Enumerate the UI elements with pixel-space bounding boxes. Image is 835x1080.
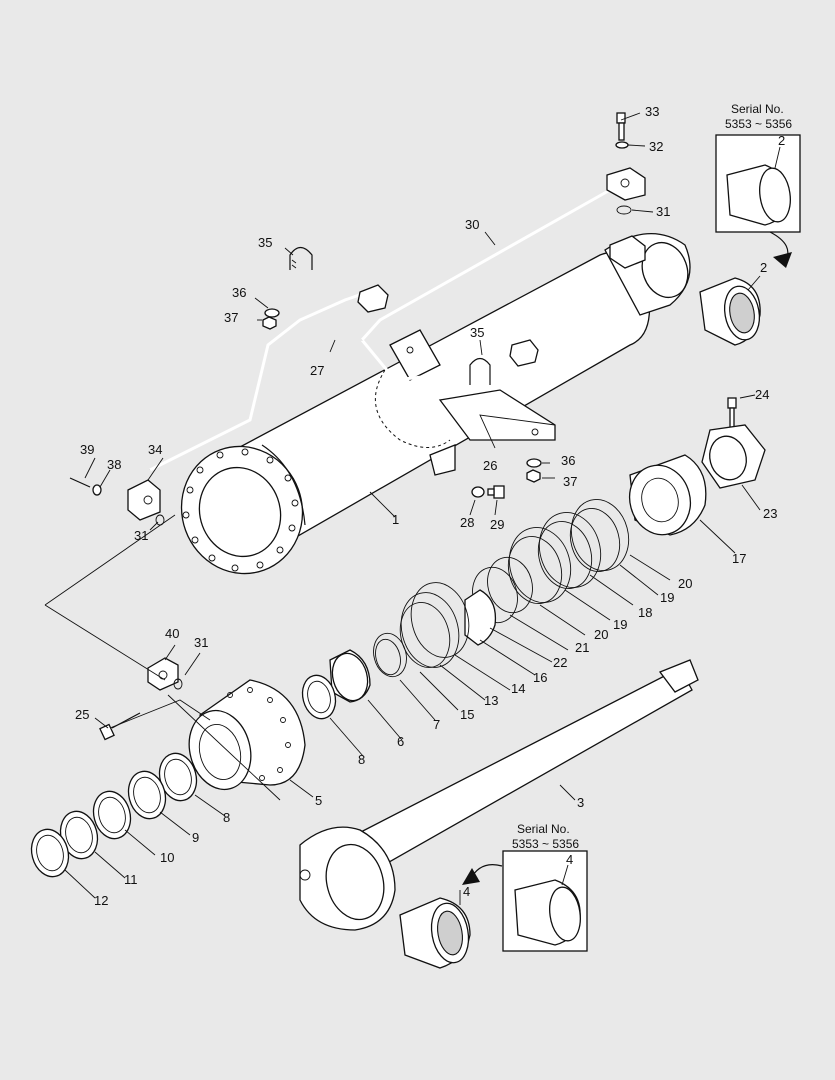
callout-6: 6	[397, 734, 404, 749]
callout-3: 3	[577, 795, 584, 810]
nut-23	[701, 424, 766, 489]
callout-35-b: 35	[470, 325, 484, 340]
callout-30: 30	[465, 217, 479, 232]
callout-1: 1	[392, 512, 399, 527]
ring-8-top	[301, 674, 337, 720]
bolt-29	[487, 485, 505, 499]
callout-19-b: 19	[613, 617, 627, 632]
callout-15: 15	[460, 707, 474, 722]
piston-rod-3	[299, 659, 699, 931]
callout-33: 33	[645, 104, 659, 119]
callout-14: 14	[511, 681, 525, 696]
washer-32	[615, 141, 629, 149]
cylinder-tube	[180, 233, 691, 575]
callout-37: 37	[224, 310, 238, 325]
callout-4: 4	[463, 884, 470, 899]
inset-callout-4: 4	[566, 852, 573, 867]
gland-5	[188, 679, 306, 791]
callout-labels: 33 32 31 30 35 36 37 27 35 2 24 39 38 34…	[75, 104, 785, 908]
callout-12: 12	[94, 893, 108, 908]
callout-37-b: 37	[563, 474, 577, 489]
callout-7: 7	[433, 717, 440, 732]
callout-18: 18	[638, 605, 652, 620]
callout-25: 25	[75, 707, 89, 722]
callout-11: 11	[124, 872, 138, 887]
bushing-6	[329, 649, 371, 703]
callout-36-b: 36	[561, 453, 575, 468]
callout-29: 29	[490, 517, 504, 532]
callout-5: 5	[315, 793, 322, 808]
callout-28: 28	[460, 515, 474, 530]
inset-callout-2: 2	[778, 133, 785, 148]
seal-rings-8-12	[30, 752, 198, 878]
inset-bottom-range: 5353 ~ 5356	[512, 837, 579, 851]
inset-top-range: 5353 ~ 5356	[725, 117, 792, 131]
callout-13: 13	[484, 693, 498, 708]
washer-36-left	[264, 308, 280, 318]
seal-stack-18-22	[373, 499, 630, 678]
flange-40	[147, 657, 179, 691]
inset-bottom-title: Serial No.	[517, 822, 570, 836]
nut-37-left	[262, 316, 277, 330]
u-bolt-35-left	[289, 246, 313, 270]
callout-20-b: 20	[594, 627, 608, 642]
washer-36-right	[526, 458, 542, 468]
callout-8: 8	[358, 752, 365, 767]
o-ring-31-lower	[173, 678, 183, 690]
callout-31-b: 31	[134, 528, 148, 543]
nut-37-right	[526, 469, 541, 483]
callout-24: 24	[755, 387, 769, 402]
inset-top-title: Serial No.	[731, 102, 784, 116]
callout-31: 31	[656, 204, 670, 219]
callout-31-c: 31	[194, 635, 208, 650]
o-ring-31-top	[616, 205, 632, 215]
bolt-39	[69, 477, 91, 488]
washer-38	[92, 484, 102, 496]
callout-39: 39	[80, 442, 94, 457]
callout-26: 26	[483, 458, 497, 473]
bushing-2	[699, 277, 761, 346]
callout-32: 32	[649, 139, 663, 154]
callout-19: 19	[660, 590, 674, 605]
callout-40: 40	[165, 626, 179, 641]
callout-38: 38	[107, 457, 121, 472]
piston-17	[628, 454, 707, 536]
callout-27: 27	[310, 363, 324, 378]
u-bolt-35-right	[469, 357, 491, 385]
callout-10: 10	[160, 850, 174, 865]
leader-lines	[44, 112, 761, 905]
callout-16: 16	[533, 670, 547, 685]
inset-bottom	[502, 850, 588, 952]
callout-22: 22	[553, 655, 567, 670]
callout-35: 35	[258, 235, 272, 250]
bushing-4	[399, 897, 471, 969]
callout-23: 23	[763, 506, 777, 521]
callout-2: 2	[760, 260, 767, 275]
callout-9: 9	[192, 830, 199, 845]
callout-21: 21	[575, 640, 589, 655]
callout-20: 20	[678, 576, 692, 591]
inset-top	[715, 134, 801, 233]
callout-17: 17	[732, 551, 746, 566]
washer-28	[471, 486, 485, 498]
callout-8-b: 8	[223, 810, 230, 825]
callout-36: 36	[232, 285, 246, 300]
bolt-33	[616, 112, 626, 141]
callout-34: 34	[148, 442, 162, 457]
